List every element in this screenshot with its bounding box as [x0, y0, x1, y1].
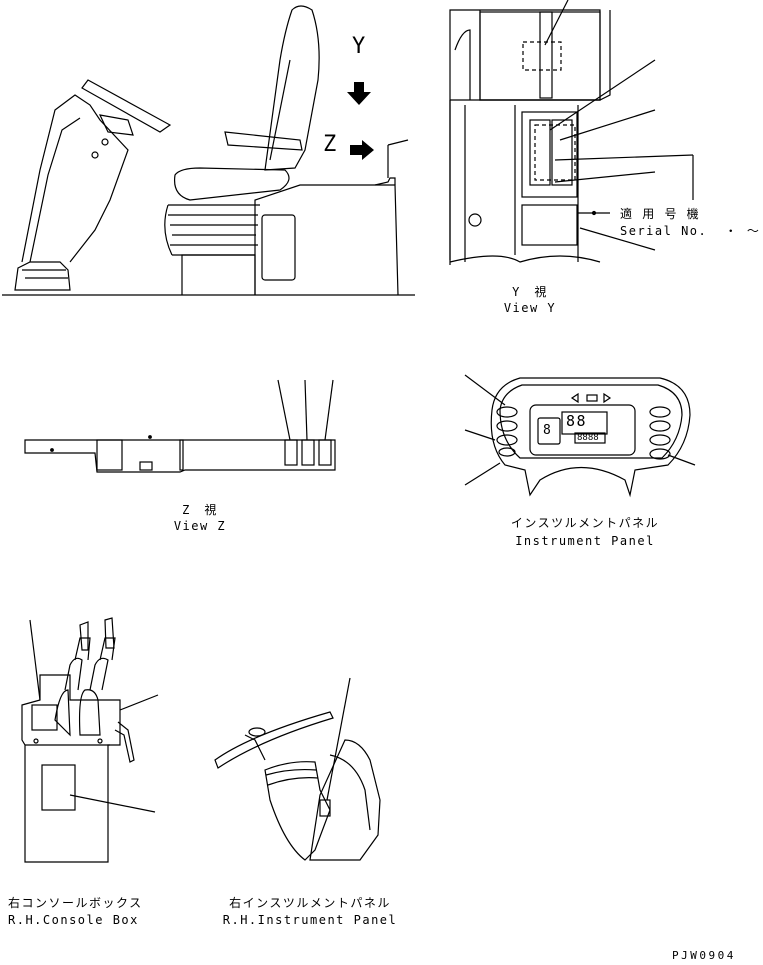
display-big-digits: 88: [566, 412, 588, 430]
view-z-title-jp: Z 視: [182, 503, 218, 517]
view-z-drawing: [24, 379, 336, 473]
arrow-z-icon: [350, 140, 374, 160]
instrument-panel-drawing: [464, 374, 696, 498]
view-y-applicable-jp: 適 用 号 機: [620, 207, 701, 221]
display-small-digit: 8: [543, 423, 553, 438]
rh-instrument-panel-drawing: [214, 677, 381, 861]
display-segment-digits: 8888: [577, 433, 599, 443]
view-y-title-en: View Y: [503, 301, 557, 315]
view-arrows: [347, 82, 374, 160]
rh-instrument-panel-title-jp: 右インスツルメントパネル: [229, 896, 391, 910]
seat-side-view: [2, 5, 415, 296]
instrument-panel-title-en: Instrument Panel: [515, 534, 655, 548]
view-y-title-jp: Y 視: [512, 285, 548, 299]
view-z-title-en: View Z: [173, 519, 227, 533]
view-y-serial-en: Serial No. ・ ～: [620, 224, 761, 238]
rh-console-box-title-en: R.H.Console Box: [8, 913, 139, 927]
rh-instrument-panel-title-en: R.H.Instrument Panel: [222, 913, 398, 927]
instrument-panel-title-jp: インスツルメントパネル: [510, 516, 660, 530]
rh-console-box-drawing: [21, 617, 159, 863]
arrow-y-label: Y: [352, 34, 367, 59]
rh-console-box-title-jp: 右コンソールボックス: [8, 896, 143, 910]
arrow-z-label: Z: [323, 132, 338, 157]
drawing-code: PJW0904: [672, 949, 736, 962]
arrow-y-icon: [347, 82, 371, 105]
view-y-drawing: [449, 0, 694, 265]
